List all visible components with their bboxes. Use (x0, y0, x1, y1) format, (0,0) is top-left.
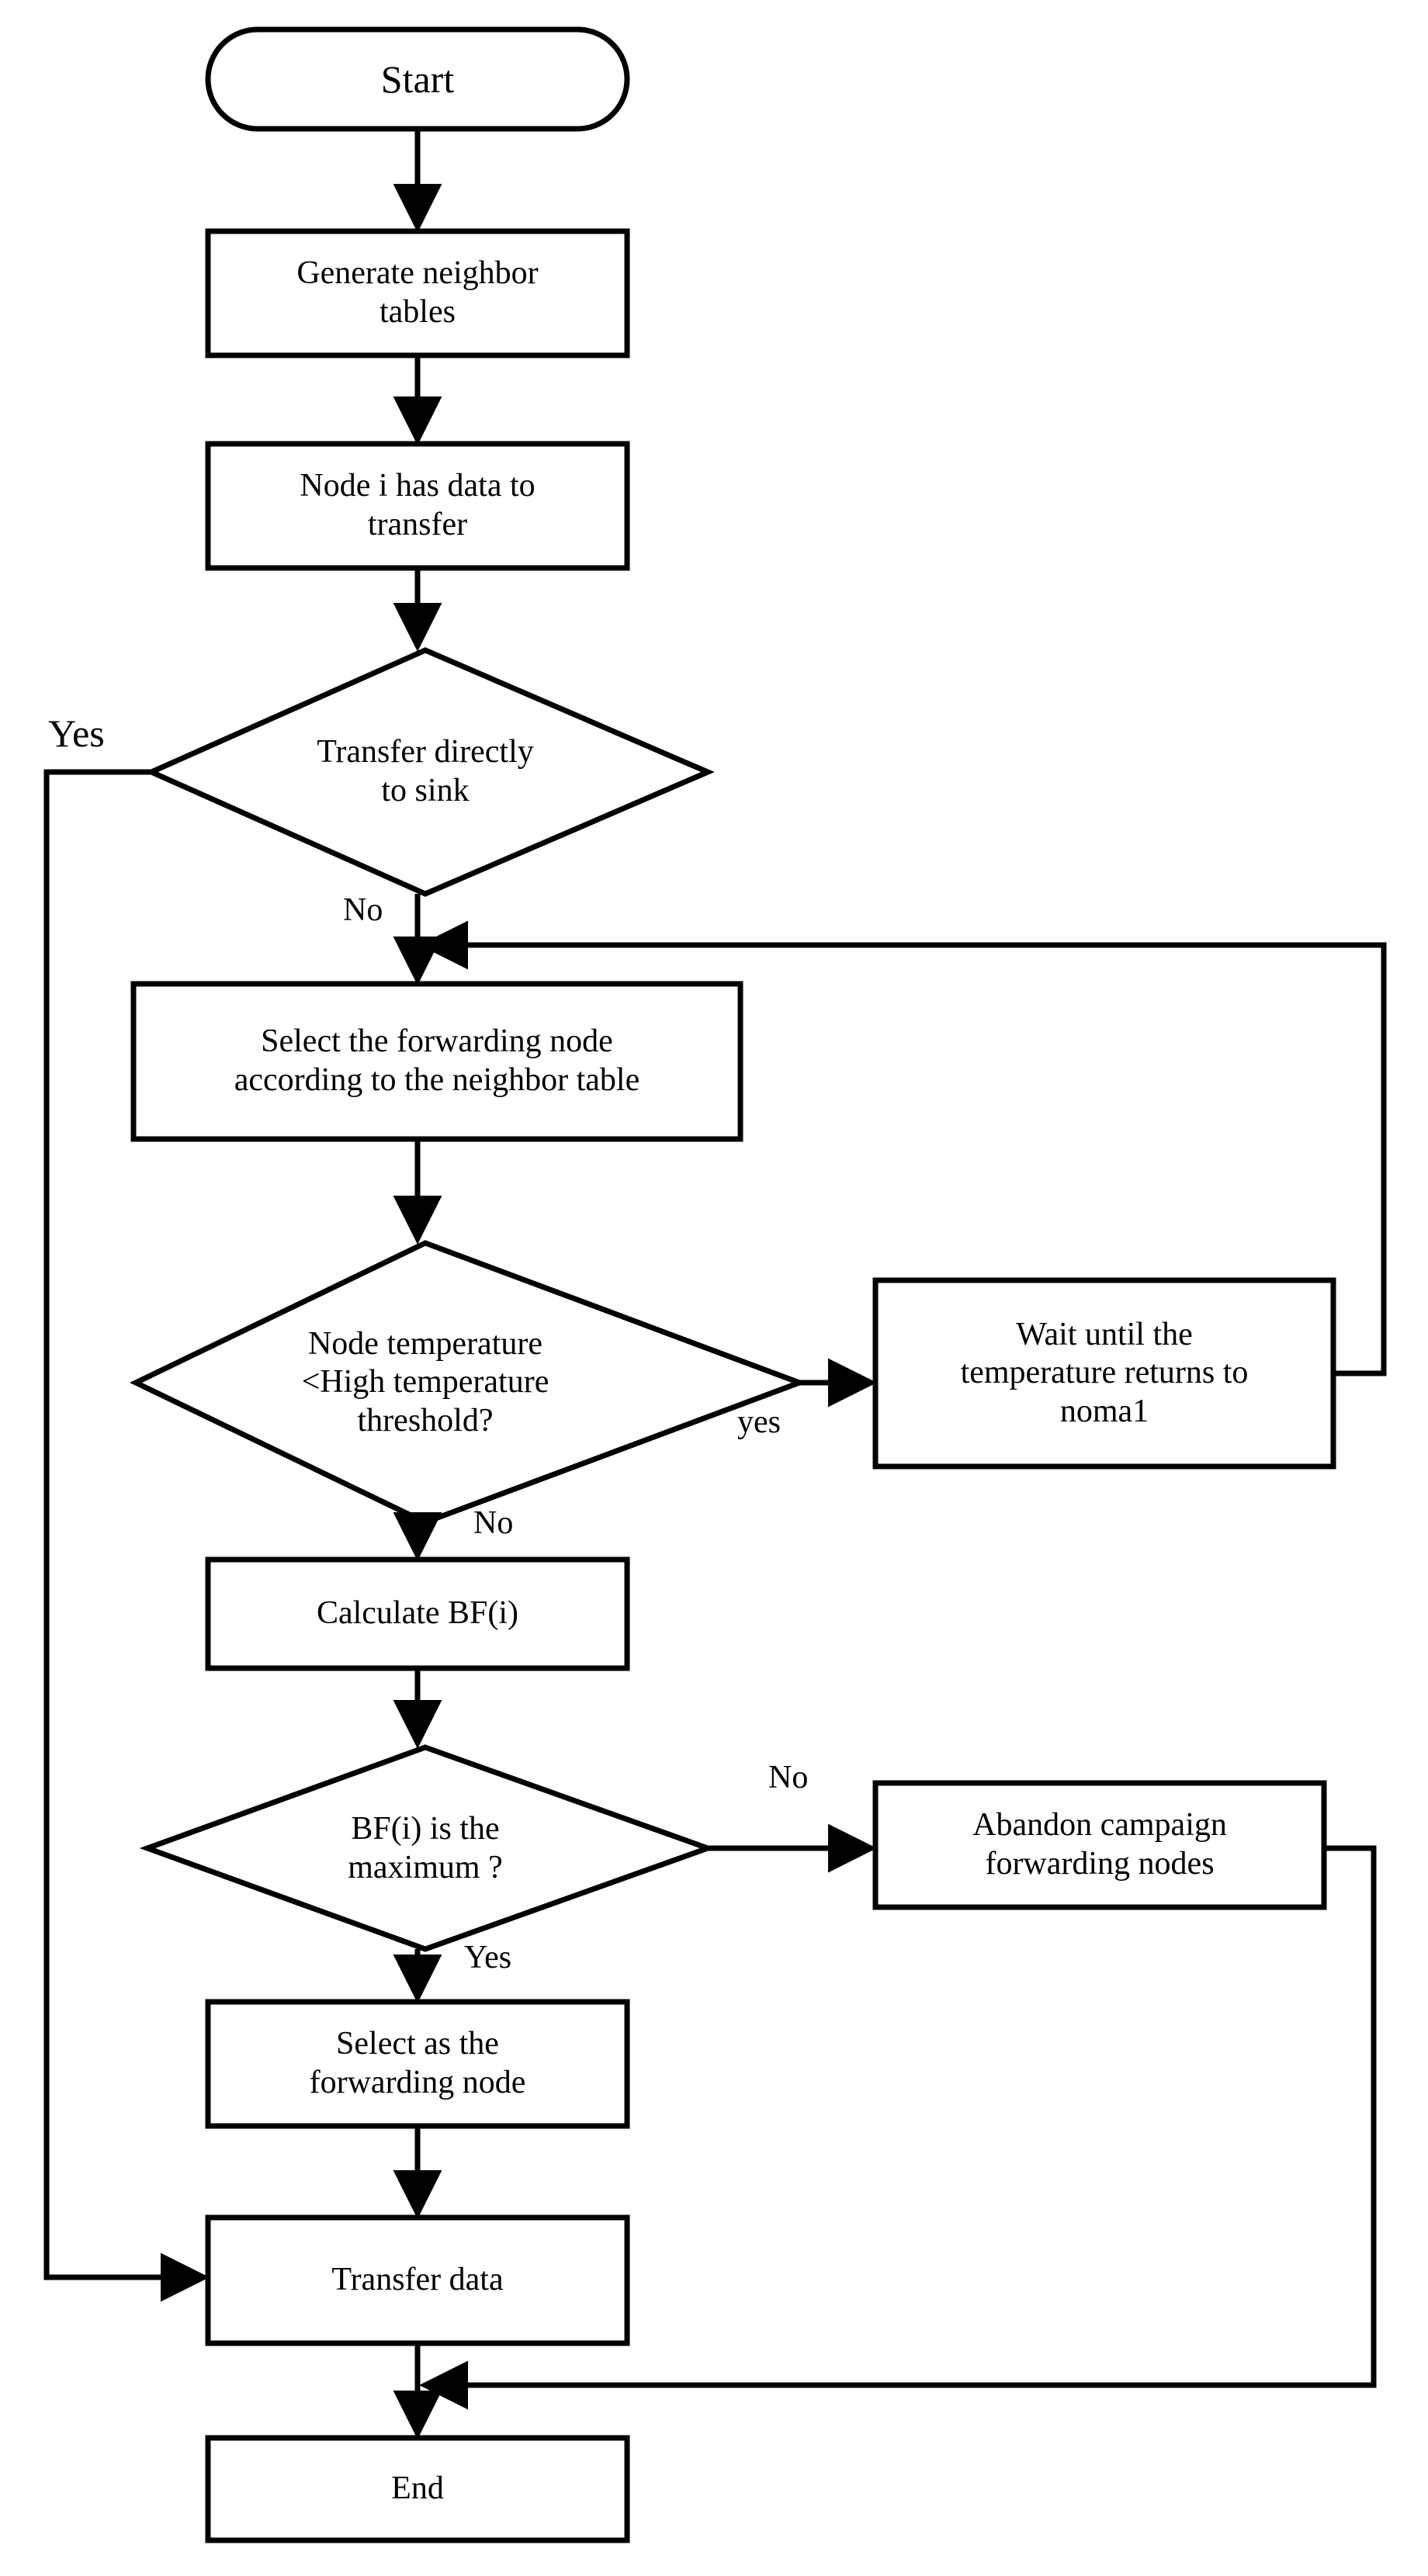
node-shape-node-has-data (205, 441, 630, 571)
edge-label-no-transfer-directly: No (343, 892, 383, 928)
node-shape-abandon-campaign (872, 1780, 1327, 1910)
node-shape-select-as-forwarding-node (205, 1999, 630, 2129)
edge-abandon-return-to-end (419, 1845, 1377, 2410)
edge-waittemp-return-to-selectfwd (419, 920, 1387, 1376)
edge-label-yes-transfer-directly: Yes (48, 712, 105, 755)
node-shape-calculate-bf (205, 1556, 630, 1671)
node-shape-end (205, 2435, 630, 2543)
node-shape-generate-neighbor-tables (205, 228, 630, 358)
edge-label-no-temperature: No (473, 1505, 514, 1541)
node-shape-transfer-directly-to-sink (144, 647, 715, 897)
edge-directsink-yes-to-transferdata (43, 769, 210, 2302)
node-shape-transfer-data (205, 2214, 630, 2346)
node-shape-wait-until-temperature (872, 1277, 1336, 1470)
node-shape-start (205, 26, 630, 132)
node-shape-node-temperature-check (129, 1240, 808, 1525)
edge-label-yes-bf-maximum: Yes (464, 1940, 512, 1975)
node-shape-bf-is-maximum (139, 1744, 716, 1952)
node-shape-select-forwarding-node (130, 981, 743, 1142)
edge-label-no-bf-maximum: No (768, 1760, 809, 1795)
edge-label-yes-temperature: yes (737, 1404, 781, 1440)
